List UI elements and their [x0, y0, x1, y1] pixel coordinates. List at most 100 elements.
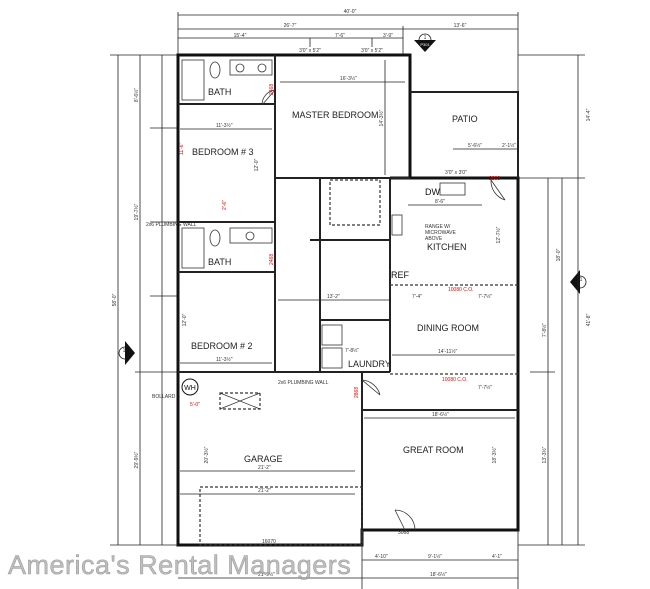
room-kitchen: KITCHEN [427, 242, 467, 252]
room-master-bedroom: MASTER BEDROOM [292, 110, 379, 120]
dim-bottom-c: 4'-1" [492, 554, 502, 560]
dim-dining-b: 7'-7½" [478, 293, 492, 300]
dim-top-right: 13'-6" [454, 23, 467, 29]
dim-patio-a: 5'-6½" [468, 142, 482, 149]
dim-top-overall: 40'-0" [344, 9, 357, 15]
room-dining-room: DINING ROOM [417, 323, 479, 333]
door-icon [361, 379, 381, 396]
range-note-line1: RANGE W/ [425, 224, 451, 230]
water-heater-label: WH [184, 385, 196, 392]
range-note-line2: MICROWAVE [425, 230, 456, 236]
dim-wh: 5'-0" [190, 402, 200, 408]
dim-master-h: 14'-3½" [378, 109, 385, 126]
room-bath-1: BATH [208, 87, 231, 97]
bathtub-icon [181, 227, 205, 269]
toilet-icon [209, 61, 221, 79]
dim-bed2-w: 11'-3½" [216, 356, 233, 363]
dim-dining-w: 14'-11½" [438, 348, 458, 355]
room-bedroom-2: BEDROOM # 2 [191, 341, 253, 351]
dim-right-a: 18'-0" [556, 248, 562, 261]
sink-icon [257, 63, 267, 73]
dim-window-kitchen: 3'0" x 3'0" [445, 170, 467, 176]
section-number: 1 [424, 35, 427, 41]
bed3-note: 11'-6" [179, 142, 185, 155]
dim-right-b: 14'-4" [586, 108, 592, 121]
interior-walls [178, 55, 518, 546]
dim-top-sub3: 3'-9" [383, 33, 393, 39]
dim-right-d: 13'-3½" [541, 446, 548, 463]
dim-bed3-w: 11'-3½" [216, 122, 233, 129]
section-marker-left: 1 [118, 341, 135, 365]
dim-dining-a: 7'-4" [412, 294, 422, 300]
dim-garage-h: 20'-3½" [203, 446, 210, 463]
bottom-dimensions: 4'-10" 9'-1½" 4'-1" 18'-6½" 21'-9½" [178, 530, 519, 589]
closet-note: 2'-6" [222, 200, 228, 210]
sink-icon [235, 63, 245, 73]
dim-great-h: 18'-3½" [491, 446, 498, 463]
dim-bottom-b: 9'-1½" [428, 553, 442, 560]
left-dimensions: 58'-0" 19'-7½" 29'-9½" 8'-6½" 2x6 PLUMBI… [110, 54, 197, 546]
door-label: 2868 [354, 387, 360, 398]
range-note-line3: ABOVE [425, 236, 443, 242]
room-laundry: LAUNDRY [348, 359, 391, 369]
plumbing-wall-label: 2x6 PLUMBING WALL [278, 380, 329, 386]
dim-bed2-h: 12'-0" [182, 313, 188, 326]
fixtures: WH DW REF RANGE W/ MICROWAVE ABOVE 2x6 P… [181, 59, 506, 531]
dim-hall: 13'-2" [327, 294, 340, 300]
sink-icon [245, 231, 255, 241]
dim-bottom-a: 4'-10" [375, 554, 388, 560]
toilet-icon [209, 229, 221, 247]
dim-left-overall: 58'-0" [112, 293, 118, 306]
refrigerator-label: REF [391, 270, 410, 280]
interior-dimensions: 16'-3½" 14'-3½" 11'-3½" 12'-0" 11'-3½" 1… [180, 60, 518, 545]
door-icon [261, 89, 276, 106]
dim-garage-w2: 21'-2" [258, 488, 271, 494]
dim-left-lower: 29'-9½" [133, 451, 140, 468]
dim-garage-w1: 21'-2" [258, 465, 271, 471]
dim-top-sub1: 15'-4" [234, 33, 247, 39]
dim-great-c: 7'-7½" [478, 384, 492, 391]
dishwasher-label: DW [425, 187, 440, 197]
room-bedroom-3: BEDROOM # 3 [192, 147, 254, 157]
red-labels: 10080 C.O. 10080 C.O. 2468 2468 2868 11'… [179, 84, 500, 398]
door-icon [490, 179, 506, 201]
bathtub-icon [181, 59, 205, 101]
section-marker-right: 1 [570, 270, 587, 294]
dim-kitchen-h: 12'-7½" [495, 226, 502, 243]
range-icon [391, 214, 403, 236]
bollard-label: BOLLARD [152, 394, 176, 400]
dim-great-w: 18'-6½" [432, 411, 449, 418]
room-patio: PATIO [452, 114, 478, 124]
dim-top-sub2: 7'-6" [335, 33, 345, 39]
door-label: 2468 [269, 254, 275, 265]
dim-bottom-total-right: 18'-6½" [430, 571, 447, 578]
dim-master-w: 16'-3½" [340, 75, 357, 82]
room-bath-2: BATH [208, 257, 231, 267]
watermark: America's Rental Managers [8, 550, 352, 581]
kitchen-sink-icon [439, 182, 466, 196]
dim-bed3-h: 12'-0" [254, 158, 260, 171]
dim-right-overall: 41'-8" [586, 313, 592, 326]
cased-opening-label: 10080 C.O. [448, 287, 474, 293]
door-label: 2868 [489, 176, 500, 182]
dim-garage-door: 16070 [262, 539, 276, 545]
section-sheet: P301 [420, 42, 430, 47]
dim-kitchen-w: 8'-6" [435, 199, 445, 205]
section-number: 1 [123, 348, 126, 354]
plumbing-wall-label-left: 2x6 PLUMBING WALL [146, 222, 197, 228]
right-dimensions: 41'-8" 14'-4" 18'-0" 7'-8½" 13'-3½" [518, 54, 592, 546]
dim-laundry-w: 7'-8½" [345, 347, 359, 354]
section-marker-top: 1 P301 [414, 33, 436, 52]
dim-entry-door: 3068 [398, 530, 409, 536]
dim-top-left: 26'-7" [284, 23, 297, 29]
dim-window-top1: 3'0" x 5'2" [299, 48, 321, 54]
vanity-icon [229, 59, 273, 76]
dim-left-top: 8'-6½" [133, 88, 140, 102]
section-number: 1 [580, 277, 583, 283]
dim-window-top2: 3'0" x 5'2" [361, 48, 383, 54]
dim-left-upper: 19'-7½" [133, 203, 140, 220]
dryer-icon [321, 347, 343, 369]
washer-icon [321, 324, 343, 346]
dim-right-c: 7'-8½" [541, 323, 548, 337]
